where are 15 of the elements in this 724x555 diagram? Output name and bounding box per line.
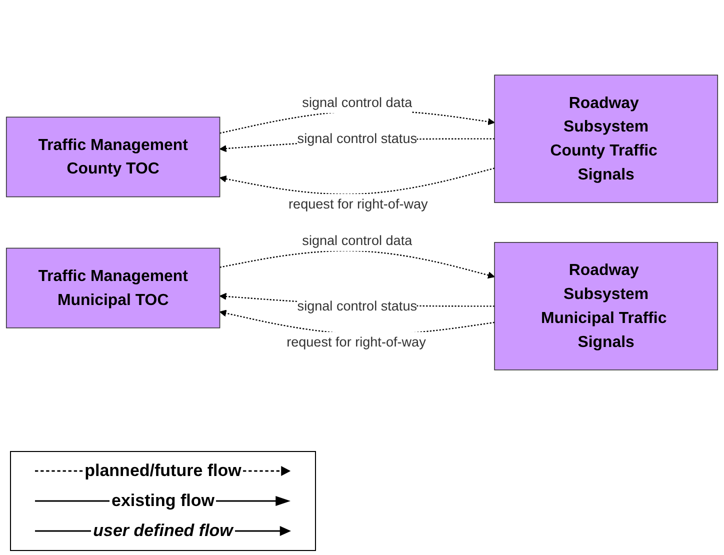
node-box: Traffic Management Municipal TOC	[6, 248, 220, 328]
node-box: Roadway Subsystem Municipal Traffic Signals	[494, 242, 718, 370]
edge-label: request for right-of-way	[286, 334, 426, 350]
edge-label: request for right-of-way	[288, 196, 428, 212]
edge-label: signal control data	[302, 94, 412, 110]
node-box: Traffic Management County TOC	[6, 116, 220, 198]
arrow	[220, 250, 495, 279]
node-box: Roadway Subsystem County Traffic Signals	[494, 74, 718, 203]
legend-label: planned/future flow	[84, 461, 242, 481]
legend-label: existing flow	[110, 491, 216, 511]
edge-label: signal control status	[297, 131, 418, 146]
edge-label: signal control data	[302, 232, 412, 248]
arrow	[219, 168, 495, 195]
legend-label: user defined flow	[92, 521, 235, 541]
edge-label: signal control status	[297, 298, 418, 314]
